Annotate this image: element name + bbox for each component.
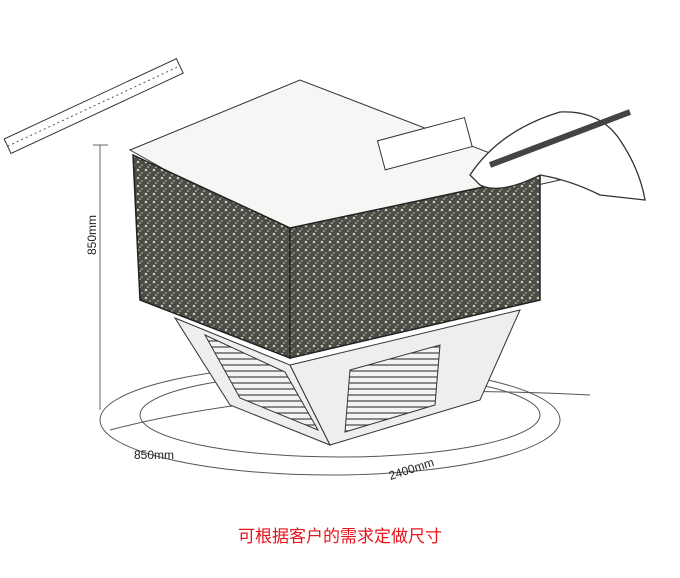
height-dimension-label: 850mm — [85, 214, 100, 256]
depth-dimension-label: 850mm — [134, 448, 175, 462]
height-dimension-line — [93, 144, 108, 410]
caliper-ruler — [3, 58, 184, 155]
control-panel — [376, 116, 473, 171]
custom-size-caption: 可根据客户的需求定做尺寸 — [238, 527, 442, 546]
granite-panel-right — [289, 174, 541, 359]
hand-with-pencil — [469, 109, 646, 201]
louver-right — [344, 344, 441, 433]
louver-left — [203, 333, 320, 432]
